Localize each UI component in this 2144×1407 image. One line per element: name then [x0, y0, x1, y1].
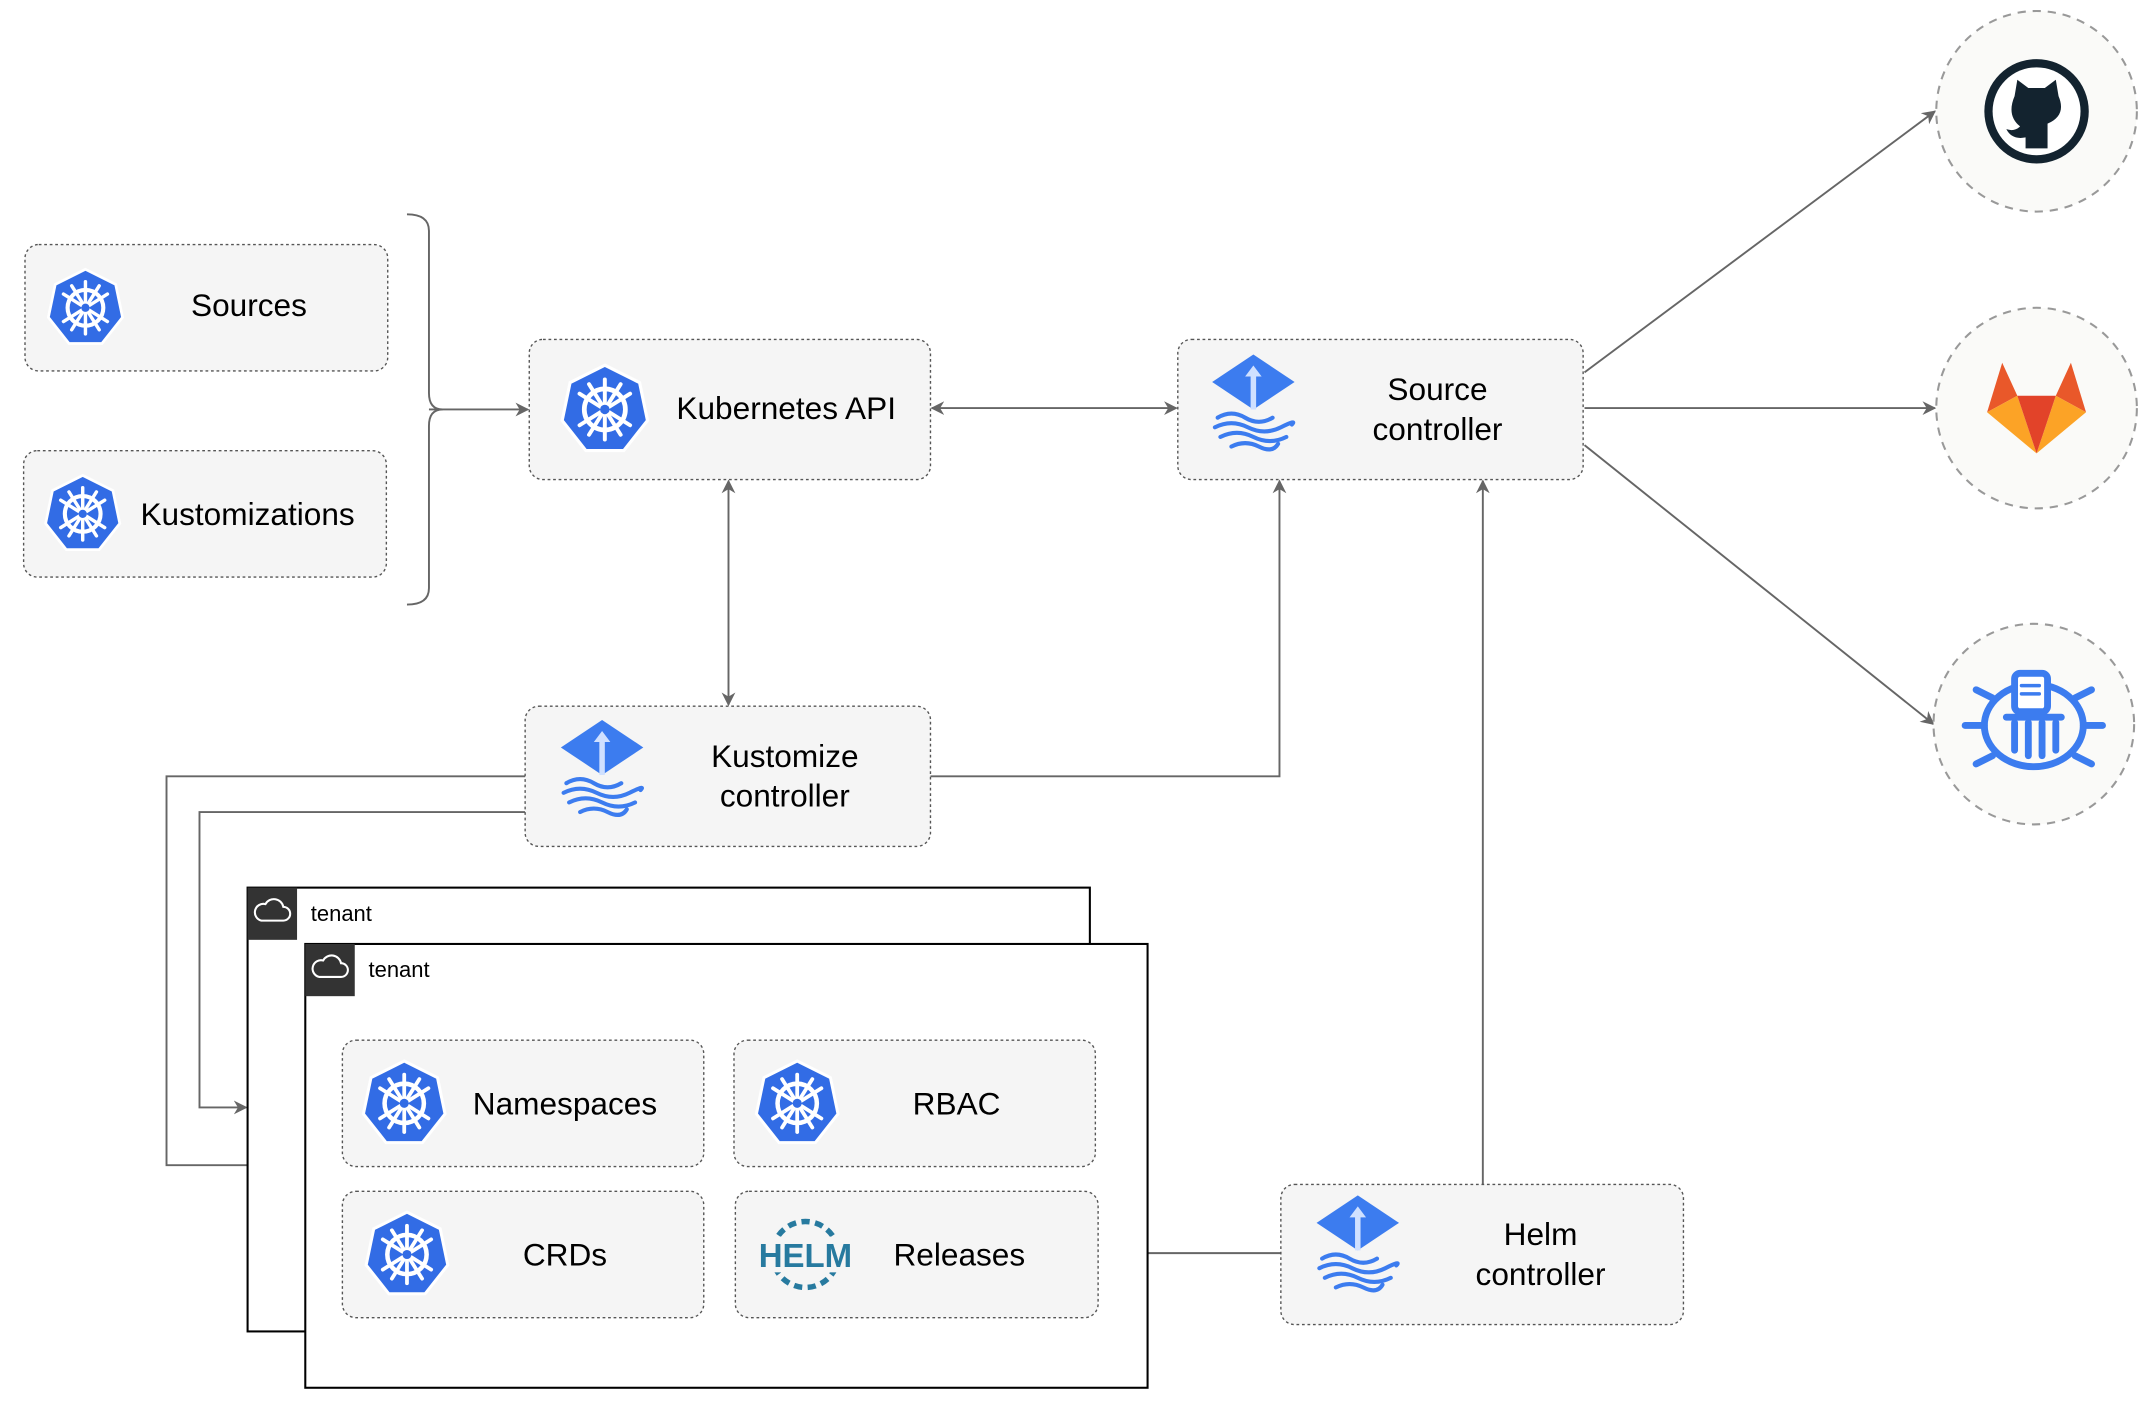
node-sources[interactable]: Sources	[24, 243, 389, 372]
github-node[interactable]	[1935, 9, 2138, 213]
node-kubernetes-api[interactable]: Kubernetes API	[528, 338, 932, 481]
bucket-node[interactable]	[1932, 622, 2136, 826]
tenant-label: tenant	[369, 957, 430, 982]
node-label: Sources	[191, 287, 307, 323]
node-label: Kustomizations	[140, 496, 354, 532]
node-label: RBAC	[913, 1085, 1001, 1121]
node-namespaces[interactable]: Namespaces	[341, 1039, 705, 1168]
node-kustomize-controller[interactable]: Kustomize controller	[524, 705, 932, 848]
node-label: Namespaces	[473, 1085, 657, 1121]
edge-kustomize-to-tenant-front	[165, 775, 526, 1173]
tenant-label: tenant	[311, 901, 372, 926]
node-label: Kubernetes API	[676, 390, 896, 426]
node-label-line2: controller	[1373, 411, 1503, 447]
edge-kustomize-to-source	[930, 479, 1287, 778]
node-label-line1: Kustomize	[711, 738, 858, 774]
bucket-icon	[1961, 669, 2106, 771]
node-label-line1: Source	[1387, 371, 1487, 407]
node-releases[interactable]: HELM Releases	[734, 1190, 1099, 1319]
edge-source-to-bucket	[1583, 444, 1935, 725]
gitlab-node[interactable]	[1935, 306, 2138, 510]
node-label-line2: controller	[1476, 1256, 1606, 1292]
gitlab-icon	[1987, 362, 2087, 454]
edge-kustomize-to-tenant-back	[198, 811, 526, 1115]
node-label: Releases	[893, 1237, 1025, 1273]
node-crds[interactable]: CRDs	[341, 1190, 705, 1319]
helm-icon: HELM	[755, 1218, 855, 1291]
edge-source-to-github	[1583, 110, 1936, 374]
helm-logo-text: HELM	[759, 1237, 852, 1274]
node-helm-controller[interactable]: Helm controller	[1280, 1183, 1685, 1326]
node-kustomizations[interactable]: Kustomizations	[22, 449, 388, 578]
node-rbac[interactable]: RBAC	[733, 1039, 1097, 1168]
node-label: CRDs	[523, 1237, 607, 1273]
github-icon	[1984, 59, 2089, 164]
node-source-controller[interactable]: Source controller	[1177, 338, 1584, 481]
node-label-line2: controller	[720, 778, 850, 814]
node-label-line1: Helm	[1504, 1216, 1578, 1252]
